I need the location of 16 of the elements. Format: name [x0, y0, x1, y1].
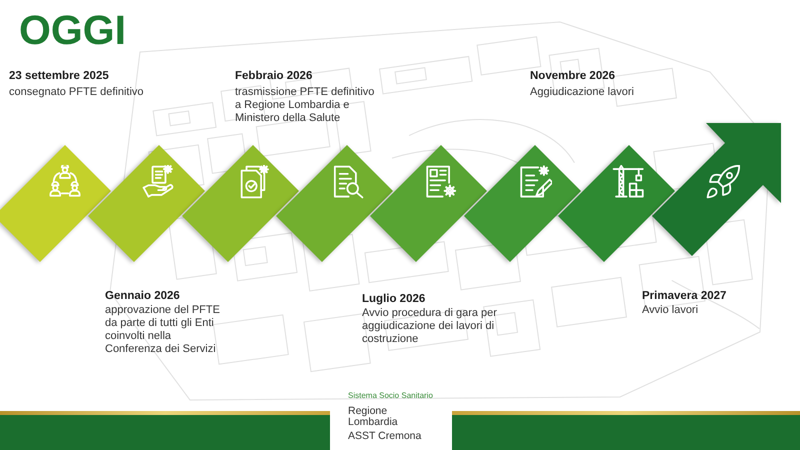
org-tagline: Sistema Socio Sanitario	[348, 391, 433, 401]
org-name: Regione Lombardia	[348, 406, 399, 428]
milestone-description: approvazione del PFTE da parte di tutti gli Enti coinvolti nella Conferenza dei Servizi	[105, 304, 221, 356]
date-heading: Febbraio 2026	[235, 69, 312, 83]
milestone-description: Avvio lavori	[642, 304, 700, 317]
milestone-description: trasmissione PFTE definitivo a Regione Lombardia e Ministero della Salute	[235, 86, 376, 125]
milestone-description: Aggiudicazione lavori	[530, 86, 635, 99]
page-title: OGGI	[19, 10, 126, 51]
date-heading: Novembre 2026	[530, 69, 616, 83]
milestone-description: consegnato PFTE definitivo	[9, 86, 145, 99]
date-heading: Gennaio 2026	[105, 289, 180, 303]
date-heading: Luglio 2026	[362, 292, 426, 306]
date-heading: 23 settembre 2025	[9, 69, 109, 83]
date-heading: Primavera 2027	[642, 289, 726, 303]
org-name: ASST Cremona	[348, 431, 422, 442]
milestone-description: Avvio procedura di gara per aggiudicazione dei lavori di costruzione	[362, 307, 498, 346]
